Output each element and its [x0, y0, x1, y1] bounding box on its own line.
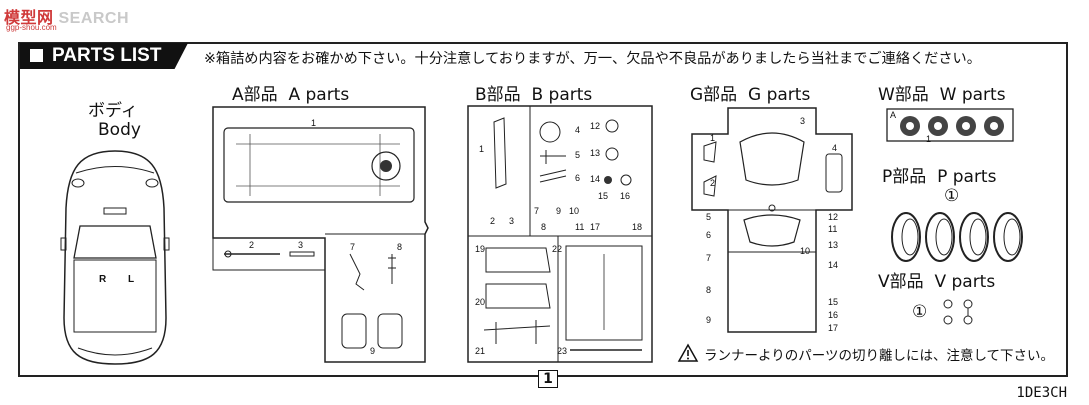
g-num-8: 8: [706, 285, 712, 295]
b-num-6: 6: [575, 173, 581, 183]
p-parts-circled-1: ①: [944, 186, 960, 206]
b-parts-label-jp: B部品: [475, 85, 521, 105]
p-parts-tires: [891, 212, 1023, 262]
v-parts-label-jp: V部品: [878, 272, 924, 292]
warning-icon: [677, 343, 699, 362]
b-num-14: 14: [590, 174, 601, 184]
g-parts-sprue: [691, 107, 853, 333]
g-num-4: 4: [832, 143, 838, 153]
runner-warning: ランナーよりのパーツの切り離しには、注意して下さい。: [704, 348, 1055, 364]
a-num-8: 8: [397, 242, 403, 252]
g-num-14: 14: [828, 260, 839, 270]
a-parts-sprue: [212, 106, 429, 363]
square-icon: [30, 49, 43, 62]
a-num-9: 9: [370, 346, 376, 356]
a-parts-label-en: A parts: [288, 85, 350, 105]
g-num-6: 6: [706, 230, 712, 240]
v-parts-caps: [943, 299, 973, 325]
b-num-16: 16: [620, 191, 631, 201]
b-num-11: 11: [575, 222, 585, 232]
b-parts-sprue: [467, 105, 653, 363]
b-num-2: 2: [490, 216, 496, 226]
w-parts-sprue: [886, 108, 1014, 142]
a-num-1: 1: [311, 118, 317, 128]
p-parts-label-jp: P部品: [882, 167, 927, 187]
body-label-en: Body: [98, 120, 141, 140]
b-parts-label: B部品 B parts: [475, 80, 592, 105]
w-runner-a: A: [890, 110, 897, 120]
g-num-5: 5: [706, 212, 712, 222]
b-num-10: 10: [569, 206, 580, 216]
b-num-18: 18: [632, 222, 643, 232]
g-num-17: 17: [828, 323, 839, 333]
v-parts-label-en: V parts: [934, 272, 996, 292]
b-parts-label-en: B parts: [531, 85, 593, 105]
g-num-9: 9: [706, 315, 712, 325]
g-num-3: 3: [800, 116, 806, 126]
body-hole-l: L: [128, 274, 135, 285]
w-parts-label: W部品 W parts: [878, 80, 1006, 105]
b-num-4: 4: [575, 125, 581, 135]
b-num-22: 22: [552, 244, 563, 254]
g-num-1: 1: [710, 133, 716, 143]
body-hole-r: R: [99, 274, 107, 285]
b-num-17: 17: [590, 222, 601, 232]
b-num-23: 23: [557, 346, 568, 356]
b-num-9: 9: [556, 206, 562, 216]
watermark-brand: 模型网: [4, 10, 54, 27]
a-num-2: 2: [249, 240, 255, 250]
parts-list-title: PARTS LIST: [52, 45, 162, 66]
g-num-7: 7: [706, 253, 712, 263]
b-num-13: 13: [590, 148, 601, 158]
w-parts-label-jp: W部品: [878, 85, 929, 105]
page-number: 1: [538, 370, 558, 388]
b-num-19: 19: [475, 244, 486, 254]
watermark-search: SEARCH: [58, 10, 130, 27]
a-parts-label-jp: A部品: [232, 85, 278, 105]
b-num-8: 8: [541, 222, 547, 232]
b-num-21: 21: [475, 346, 486, 356]
g-num-15: 15: [828, 297, 839, 307]
b-num-5: 5: [575, 150, 581, 160]
g-num-13: 13: [828, 240, 839, 250]
b-num-3: 3: [509, 216, 515, 226]
packing-notice: ※箱詰め内容をお確かめ下さい。十分注意しておりますが、万一、欠品や不良品がありま…: [204, 51, 981, 67]
g-parts-label: G部品 G parts: [690, 80, 810, 105]
b-num-15: 15: [598, 191, 609, 201]
watermark-logo: 模型网 SEARCH: [4, 4, 129, 28]
v-parts-circled-1: ①: [912, 302, 928, 322]
g-num-2: 2: [710, 178, 716, 188]
a-num-3: 3: [298, 240, 304, 250]
g-num-16: 16: [828, 310, 839, 320]
b-num-20: 20: [475, 297, 486, 307]
a-num-7: 7: [350, 242, 356, 252]
g-num-12: 12: [828, 212, 839, 222]
body-label-jp: ボディ: [88, 101, 138, 121]
p-parts-label-en: P parts: [937, 167, 997, 187]
b-num-7: 7: [534, 206, 540, 216]
b-num-12: 12: [590, 121, 601, 131]
document-code: 1DE3CH: [1016, 385, 1067, 401]
g-num-11: 11: [828, 224, 838, 234]
g-num-10: 10: [800, 246, 811, 256]
w-num-1: 1: [926, 134, 932, 144]
g-parts-label-jp: G部品: [690, 85, 738, 105]
w-parts-label-en: W parts: [939, 85, 1006, 105]
body-illustration: [60, 150, 170, 365]
b-num-1: 1: [479, 144, 485, 154]
p-parts-label: P部品 P parts: [882, 162, 996, 187]
a-parts-label: A部品 A parts: [232, 80, 349, 105]
g-parts-label-en: G parts: [748, 85, 811, 105]
watermark-site: ggp-shou.com: [6, 23, 57, 32]
v-parts-label: V部品 V parts: [878, 267, 995, 292]
parts-list-badge: PARTS LIST: [20, 43, 188, 69]
